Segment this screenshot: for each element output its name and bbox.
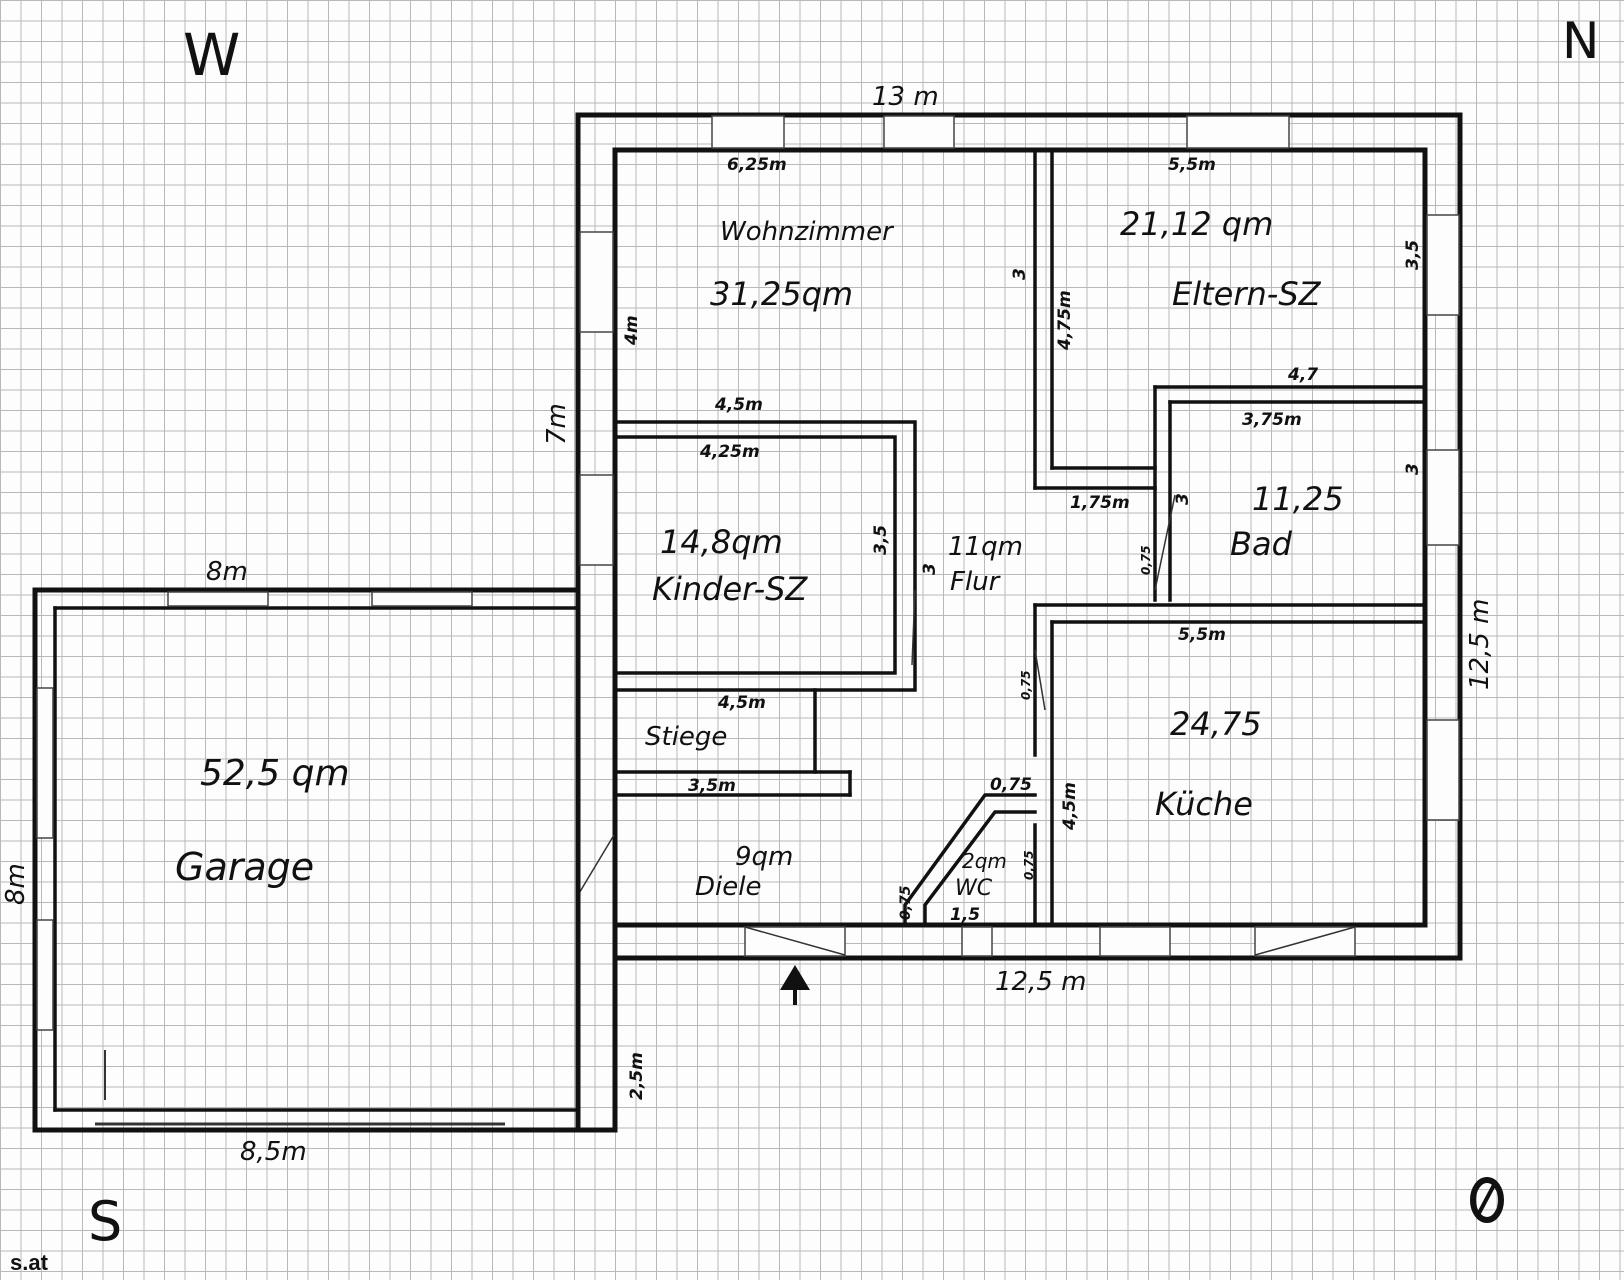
room-name: Flur <box>950 567 1002 597</box>
dim-wc-right: 0,75 <box>1022 850 1036 880</box>
room-name: Bad <box>1230 525 1293 563</box>
compass-south: S <box>88 1190 122 1253</box>
room-diele: 9qm Diele <box>695 842 793 902</box>
room-wc: 2qm WC <box>955 849 1007 901</box>
dim-left-house: 7m <box>542 403 572 445</box>
room-garage: 52,5 qm Garage <box>175 753 350 889</box>
dim-kinder-inner: 4,25m <box>699 442 760 462</box>
dim-kueche-door: 0,75 <box>1019 670 1033 700</box>
dim-wohn-top: 6,25m <box>727 155 787 175</box>
room-area: 24,75 <box>1170 705 1262 743</box>
dim-bad-top: 3,75m <box>1242 410 1302 430</box>
room-area: 21,12 qm <box>1120 205 1273 243</box>
dim-eltern-bottom: 1,75m <box>1070 493 1130 513</box>
dim-kueche-left: 4,5m <box>1060 782 1080 831</box>
dim-wohn-side: 4m <box>622 315 642 346</box>
room-area: 31,25qm <box>710 275 853 313</box>
dim-eltern-right: 3,5 <box>1403 240 1423 270</box>
dim-eltern-bottom-right: 4,7 <box>1287 365 1318 385</box>
dim-kinder-outer: 4,5m <box>714 395 763 415</box>
dim-garage-step: 2,5m <box>627 1052 647 1100</box>
compass-west: W <box>183 21 240 89</box>
dim-stiege-bottom: 3,5m <box>688 776 736 796</box>
room-name: Garage <box>175 845 314 889</box>
corner-mark-icon <box>1470 1177 1504 1223</box>
windows <box>579 115 1460 957</box>
room-name: Diele <box>695 872 761 902</box>
entrance-doors <box>744 926 1356 956</box>
dim-wc-left: 0,75 <box>898 885 914 920</box>
room-stiege: Stiege <box>645 722 727 752</box>
dim-stiege-top: 4,5m <box>717 693 766 713</box>
interior-doors <box>577 494 1176 896</box>
room-name: WC <box>955 876 993 901</box>
dim-eltern-top: 5,5m <box>1168 155 1216 175</box>
dim-kueche-top: 5,5m <box>1178 625 1226 645</box>
interior-walls <box>613 148 1427 927</box>
room-kinder: 14,8qm Kinder-SZ <box>652 523 808 608</box>
compass-north: N <box>1562 12 1599 70</box>
room-bad: 11,25 Bad <box>1230 480 1344 563</box>
room-eltern: 21,12 qm Eltern-SZ <box>1120 205 1322 313</box>
dim-kinder-right: 3,5 <box>871 525 891 555</box>
room-area: 9qm <box>735 842 793 872</box>
room-wohnzimmer: Wohnzimmer 31,25qm <box>710 217 895 313</box>
dim-garage-left: 8m <box>1 863 31 905</box>
room-name: Eltern-SZ <box>1172 275 1322 313</box>
room-name: Kinder-SZ <box>652 570 808 608</box>
room-area: 11qm <box>948 532 1023 562</box>
dim-wc-top: 0,75 <box>990 775 1032 795</box>
dim-bad-left: 3 <box>1173 493 1193 505</box>
dim-bad-door: 0,75 <box>1139 545 1153 575</box>
dim-eltern-left: 3 <box>1010 268 1030 280</box>
dim-eltern-inner: 4,75m <box>1055 290 1075 351</box>
dim-garage-bottom: 8,5m <box>240 1137 307 1167</box>
dim-wc-bottom: 1,5 <box>950 905 980 925</box>
watermark: s.at <box>10 1250 49 1275</box>
dim-flur-door: 3 <box>920 563 940 575</box>
entrance-arrow-icon <box>780 965 810 1005</box>
room-name: Stiege <box>645 722 727 752</box>
room-name: Wohnzimmer <box>720 217 895 247</box>
room-name: Küche <box>1155 785 1253 823</box>
room-flur: 11qm Flur <box>948 532 1023 597</box>
dim-top-total: 13 m <box>872 82 939 112</box>
dim-bottom-total: 12,5 m <box>995 967 1086 997</box>
dim-garage-top: 8m <box>206 557 248 587</box>
dim-bad-right: 3 <box>1403 463 1423 475</box>
room-area: 52,5 qm <box>200 753 350 794</box>
room-area: 14,8qm <box>660 523 783 561</box>
room-kueche: 24,75 Küche <box>1155 705 1262 823</box>
room-area: 11,25 <box>1252 480 1344 518</box>
room-area: 2qm <box>962 849 1007 873</box>
dim-right-total: 12,5 m <box>1465 599 1495 690</box>
garage-walls <box>32 587 618 1133</box>
